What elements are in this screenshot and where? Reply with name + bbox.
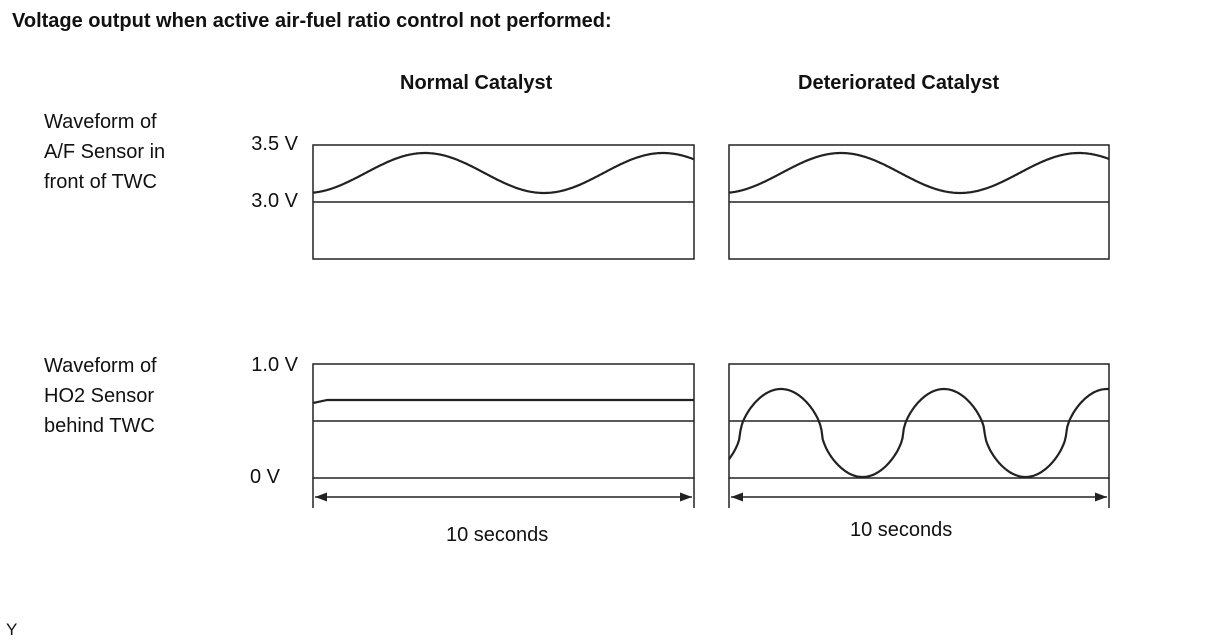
time-span-arrow-deteriorated (728, 478, 1110, 508)
diagram-title: Voltage output when active air-fuel rati… (12, 10, 612, 32)
row-label-ho2-line-3: behind TWC (44, 415, 155, 437)
column-header-normal-catalyst: Normal Catalyst (400, 72, 553, 94)
time-span-arrow-normal (312, 478, 695, 508)
duration-label-normal: 10 seconds (446, 524, 549, 546)
row-label-af-line-3: front of TWC (44, 171, 157, 193)
row-label-af-sensor: Waveform of A/F Sensor in front of TWC (44, 107, 204, 197)
duration-label-deteriorated: 10 seconds (850, 519, 953, 541)
wave-af-normal (312, 151, 695, 195)
corner-mark: Y (6, 620, 18, 639)
time-span-normal-right-arrowhead (680, 492, 692, 502)
column-header-deteriorated-catalyst: Deteriorated Catalyst (798, 72, 1000, 94)
row-label-ho2-line-2: HO2 Sensor (44, 385, 155, 407)
panel-af-deteriorated (728, 144, 1110, 260)
wave-ho2-deteriorated (728, 387, 1110, 479)
panel-ho2-deteriorated (728, 363, 1110, 479)
panel-ho2-normal (312, 363, 695, 479)
wave-af-deteriorated (728, 151, 1110, 195)
ho2-y-label-1-0v: 1.0 V (251, 354, 298, 376)
af-y-label-3-0v: 3.0 V (251, 190, 298, 212)
time-span-deteriorated-left-arrowhead (731, 492, 743, 502)
row-label-ho2-line-1: Waveform of (44, 355, 157, 377)
ho2-y-label-0v: 0 V (249, 466, 280, 488)
time-span-normal-left-arrowhead (315, 492, 327, 502)
row-label-ho2-sensor: Waveform of HO2 Sensor behind TWC (44, 351, 204, 441)
panel-af-normal (312, 144, 695, 260)
row-label-af-line-2: A/F Sensor in (44, 141, 166, 163)
time-span-deteriorated-right-arrowhead (1095, 492, 1107, 502)
wave-ho2-normal (312, 398, 694, 405)
row-label-af-line-1: Waveform of (44, 111, 157, 133)
af-y-label-3-5v: 3.5 V (251, 133, 298, 155)
